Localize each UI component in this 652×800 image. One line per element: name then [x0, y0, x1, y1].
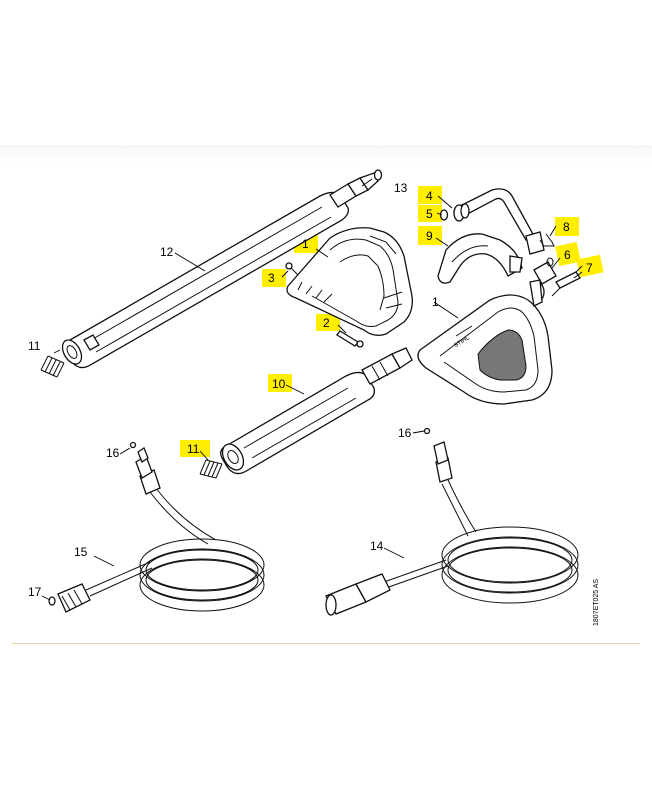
highlight-4 [418, 186, 442, 204]
part-labels: 11 12 13 1 3 2 4 5 9 8 6 7 1 10 11 16 16… [28, 181, 593, 599]
highlight-10 [268, 374, 292, 392]
label-13: 13 [394, 181, 408, 195]
part-7-clip [551, 265, 583, 297]
part-13-o-ring [373, 169, 383, 181]
part-2-pin [336, 330, 364, 348]
part-16-o-ring-a [129, 441, 137, 449]
label-11a: 11 [28, 339, 41, 353]
part-1-handle-assembled: STIHL [417, 294, 553, 405]
label-16b: 16 [398, 426, 412, 440]
label-10: 10 [272, 377, 286, 391]
part-17-o-ring [48, 596, 56, 606]
part-16-o-ring-b [423, 427, 431, 435]
label-12: 12 [160, 245, 174, 259]
part-10-short-lance [220, 347, 413, 475]
label-11b: 11 [187, 442, 200, 456]
highlight-8 [555, 217, 579, 236]
part-12-lance [61, 172, 379, 369]
label-4: 4 [426, 189, 433, 203]
part-4-swivel-tube [453, 188, 545, 255]
label-9: 9 [426, 229, 433, 243]
highlight-11b [180, 440, 210, 457]
label-7: 7 [586, 261, 593, 275]
top-divider [0, 145, 652, 163]
part-9-cover [437, 233, 523, 284]
part-3-screw [285, 262, 299, 276]
label-17: 17 [28, 585, 42, 599]
label-6: 6 [564, 248, 571, 262]
bottom-divider [12, 643, 640, 644]
highlight-5 [418, 205, 442, 222]
part-8-clip [539, 233, 555, 247]
label-3: 3 [268, 271, 275, 285]
label-15: 15 [74, 545, 88, 559]
highlight-3 [262, 269, 286, 287]
label-14: 14 [370, 539, 384, 553]
label-1b: 1 [432, 295, 439, 309]
leader-lines [41, 178, 583, 601]
highlight-6 [555, 241, 581, 267]
highlight-2 [316, 314, 340, 331]
part-11-spring-b [199, 459, 223, 479]
part-14-hose [325, 441, 579, 616]
label-highlights [180, 186, 604, 457]
label-16a: 16 [106, 446, 120, 460]
part-6-fitting [529, 257, 557, 307]
drawing-code: 1807ET025 AS [593, 579, 600, 626]
label-1a: 1 [302, 237, 309, 251]
part-11-spring-a [40, 355, 65, 378]
label-2: 2 [323, 316, 330, 330]
part-1-handle-half-left [286, 227, 413, 336]
highlight-9 [418, 226, 442, 245]
label-8: 8 [563, 220, 570, 234]
highlight-7 [576, 254, 604, 278]
label-5: 5 [426, 207, 433, 221]
part-5-o-ring [439, 209, 449, 221]
part-15-hose [57, 447, 265, 613]
